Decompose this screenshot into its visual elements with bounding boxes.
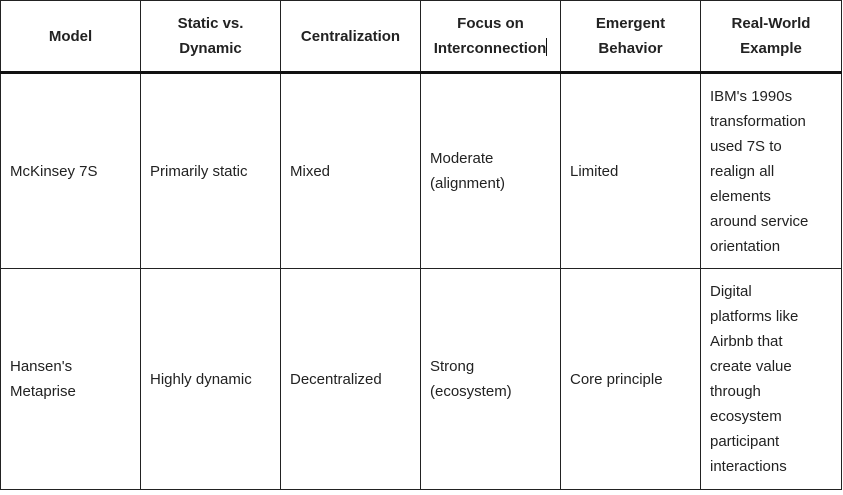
cell-model[interactable]: McKinsey 7S	[0, 72, 141, 269]
cell-static-dynamic[interactable]: Primarily static	[140, 72, 281, 269]
text-cursor	[546, 38, 548, 56]
header-static-dynamic[interactable]: Static vs. Dynamic	[140, 0, 281, 74]
table-row: McKinsey 7S Primarily static Mixed Moder…	[0, 72, 842, 269]
header-row: Model Static vs. Dynamic Centralization …	[0, 0, 842, 74]
header-centralization[interactable]: Centralization	[280, 0, 421, 74]
cell-centralization[interactable]: Mixed	[280, 72, 421, 269]
cell-example[interactable]: Digital platforms like Airbnb that creat…	[700, 268, 842, 490]
cell-static-dynamic[interactable]: Highly dynamic	[140, 268, 281, 490]
cell-emergent[interactable]: Core principle	[560, 268, 701, 490]
cell-example[interactable]: IBM's 1990s transformation used 7S to re…	[700, 72, 842, 269]
cell-model[interactable]: Hansen's Metaprise	[0, 268, 141, 490]
header-focus-text: Focus on Interconnection	[433, 15, 547, 57]
header-focus-interconnection[interactable]: Focus on Interconnection	[420, 0, 561, 74]
header-model[interactable]: Model	[0, 0, 141, 74]
header-emergent-behavior[interactable]: Emergent Behavior	[560, 0, 701, 74]
cell-centralization[interactable]: Decentralized	[280, 268, 421, 490]
table-row: Hansen's Metaprise Highly dynamic Decent…	[0, 268, 842, 490]
header-real-world-example[interactable]: Real-World Example	[700, 0, 842, 74]
cell-focus[interactable]: Moderate (alignment)	[420, 72, 561, 269]
cell-emergent[interactable]: Limited	[560, 72, 701, 269]
cell-focus[interactable]: Strong (ecosystem)	[420, 268, 561, 490]
